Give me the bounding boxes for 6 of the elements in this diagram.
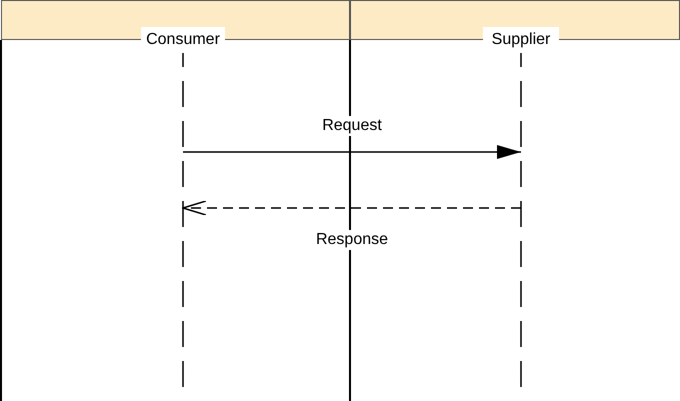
message-arrow	[182, 200, 521, 216]
participant-label: Consumer	[141, 27, 225, 53]
message-label: Request	[322, 116, 382, 136]
participant-label: Supplier	[483, 27, 559, 53]
message-label: Response	[316, 230, 388, 250]
message-arrow	[183, 145, 521, 159]
